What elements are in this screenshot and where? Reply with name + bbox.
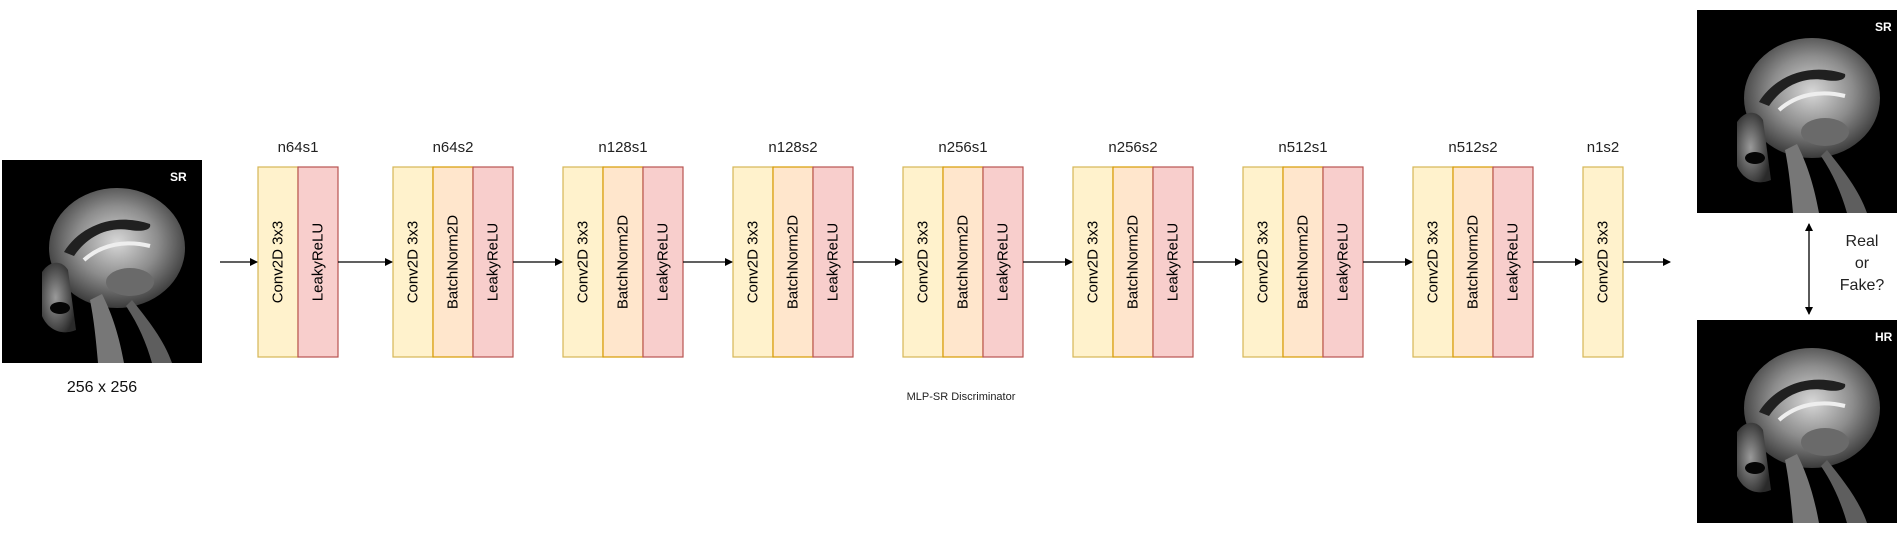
layer-label-bn: BatchNorm2D bbox=[1465, 215, 1482, 309]
question-or: or bbox=[1855, 255, 1870, 272]
layer-label-act: LeakyReLU bbox=[485, 223, 502, 301]
layer-box-act bbox=[982, 166, 1024, 358]
layer-label-conv: Conv2D 3x3 bbox=[575, 221, 592, 304]
layer-box-bn bbox=[602, 166, 644, 358]
block-label: n64s1 bbox=[278, 139, 319, 156]
layer-box-conv bbox=[732, 166, 774, 358]
layer-label-conv: Conv2D 3x3 bbox=[1255, 221, 1272, 304]
layer-label-bn: BatchNorm2D bbox=[445, 215, 462, 309]
input-image-tag: SR bbox=[170, 170, 187, 184]
layer-label-bn: BatchNorm2D bbox=[785, 215, 802, 309]
layer-label-conv: Conv2D 3x3 bbox=[1595, 221, 1612, 304]
question-real: Real bbox=[1846, 233, 1879, 250]
layer-label-conv: Conv2D 3x3 bbox=[405, 221, 422, 304]
block-label: n256s1 bbox=[938, 139, 987, 156]
layer-box-conv bbox=[1412, 166, 1454, 358]
layer-label-conv: Conv2D 3x3 bbox=[1425, 221, 1442, 304]
layer-box-bn bbox=[1282, 166, 1324, 358]
output-image-hr-tag: HR bbox=[1875, 330, 1893, 344]
layer-label-act: LeakyReLU bbox=[1505, 223, 1522, 301]
layer-box-conv bbox=[392, 166, 434, 358]
layer-label-act: LeakyReLU bbox=[1335, 223, 1352, 301]
layer-box-bn bbox=[1112, 166, 1154, 358]
layer-box-act bbox=[472, 166, 514, 358]
input-image: SR bbox=[0, 158, 204, 365]
question-fake: Fake? bbox=[1840, 277, 1885, 294]
layer-label-act: LeakyReLU bbox=[310, 223, 327, 301]
layer-box-act bbox=[1152, 166, 1194, 358]
block-label: n256s2 bbox=[1108, 139, 1157, 156]
diagram-caption: MLP-SR Discriminator bbox=[907, 391, 1016, 403]
layer-box-bn bbox=[772, 166, 814, 358]
layer-label-act: LeakyReLU bbox=[995, 223, 1012, 301]
layer-box-act bbox=[297, 166, 339, 358]
block-label: n512s1 bbox=[1278, 139, 1327, 156]
layer-label-bn: BatchNorm2D bbox=[615, 215, 632, 309]
block-label: n1s2 bbox=[1587, 139, 1620, 156]
block-label: n64s2 bbox=[433, 139, 474, 156]
layer-box-conv bbox=[902, 166, 944, 358]
layer-box-conv bbox=[562, 166, 604, 358]
layer-label-act: LeakyReLU bbox=[825, 223, 842, 301]
output-image-hr: HR bbox=[1695, 318, 1899, 525]
input-size-label: 256 x 256 bbox=[67, 379, 137, 396]
layer-box-bn bbox=[1452, 166, 1494, 358]
layer-box-act bbox=[1322, 166, 1364, 358]
layer-label-bn: BatchNorm2D bbox=[1295, 215, 1312, 309]
layer-box-conv bbox=[1242, 166, 1284, 358]
layer-box-act bbox=[642, 166, 684, 358]
layer-label-conv: Conv2D 3x3 bbox=[745, 221, 762, 304]
layer-box-act bbox=[1492, 166, 1534, 358]
block-label: n512s2 bbox=[1448, 139, 1497, 156]
layer-box-conv bbox=[257, 166, 299, 358]
layer-label-bn: BatchNorm2D bbox=[955, 215, 972, 309]
block-label: n128s2 bbox=[768, 139, 817, 156]
layer-label-conv: Conv2D 3x3 bbox=[270, 221, 287, 304]
output-image-sr: SR bbox=[1695, 8, 1899, 215]
layer-label-conv: Conv2D 3x3 bbox=[915, 221, 932, 304]
layer-label-conv: Conv2D 3x3 bbox=[1085, 221, 1102, 304]
layer-label-act: LeakyReLU bbox=[1165, 223, 1182, 301]
layer-box-bn bbox=[942, 166, 984, 358]
layer-label-act: LeakyReLU bbox=[655, 223, 672, 301]
layer-label-bn: BatchNorm2D bbox=[1125, 215, 1142, 309]
output-image-sr-tag: SR bbox=[1875, 20, 1892, 34]
block-label: n128s1 bbox=[598, 139, 647, 156]
